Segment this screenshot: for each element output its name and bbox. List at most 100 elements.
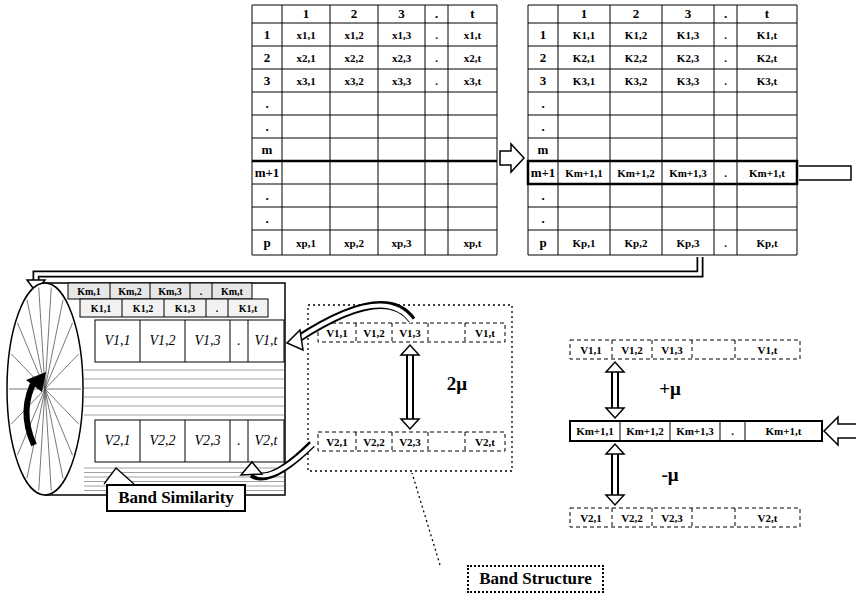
- cell-text: x3,t: [448, 69, 497, 92]
- band-cell-line: [248, 420, 249, 462]
- table-line: [528, 5, 797, 6]
- drum-line: [84, 406, 284, 407]
- table-line: [330, 5, 331, 255]
- band-cell-line: [720, 421, 721, 441]
- cell-text: Km,t: [212, 283, 252, 299]
- rotation-arrow: [26, 372, 46, 392]
- spoke: [45, 354, 79, 389]
- cell-text: Km+1,t: [737, 161, 797, 184]
- cell-text: V1,t: [735, 340, 800, 359]
- cell-text: .: [252, 207, 282, 230]
- table-line: [252, 46, 497, 47]
- table-line: [528, 5, 529, 255]
- cylinder-body: [45, 283, 285, 495]
- key-band-row: [570, 421, 822, 441]
- cell-text: Km,1: [68, 283, 110, 299]
- hollow-arrow: [36, 255, 700, 283]
- arrow-head: [401, 345, 419, 355]
- cell-text: V2,3: [185, 420, 230, 462]
- cell-text: Km+1,1: [570, 421, 620, 441]
- cell-text: .: [714, 161, 737, 184]
- cell-text: x3,3: [378, 69, 425, 92]
- band-cell-line: [465, 432, 466, 451]
- band-cell-line: [392, 323, 393, 342]
- cell-text: V2,1: [95, 420, 140, 462]
- cell-text: x1,t: [448, 23, 497, 46]
- band-cell-line: [356, 323, 357, 342]
- cell-text: 3: [662, 5, 714, 23]
- cell-text: Km+1,2: [610, 161, 662, 184]
- spoke: [45, 389, 81, 390]
- band-cells: [68, 283, 284, 462]
- cell-text: .: [714, 46, 737, 69]
- band-cell-line: [248, 320, 249, 362]
- callout-text: Band Similarity: [118, 488, 234, 508]
- cell-text: K1,t: [737, 23, 797, 46]
- band-cell-line: [164, 299, 165, 317]
- callout-pointer: [104, 468, 134, 484]
- cell-text: m: [528, 138, 558, 161]
- double-arrow: [613, 368, 617, 412]
- cell-text: K1,3: [164, 299, 206, 317]
- table-line: [378, 5, 379, 255]
- table-line: [528, 255, 797, 256]
- arrow-head: [606, 408, 624, 418]
- cell-text: V2,2: [612, 508, 652, 527]
- table-line: [252, 230, 497, 231]
- band-cell-line: [230, 320, 231, 362]
- arrow-head: [606, 362, 624, 372]
- cell-text: 1: [528, 23, 558, 46]
- rotation-arrow: [26, 378, 36, 445]
- table-divider: [252, 160, 497, 163]
- spoke: [45, 323, 73, 389]
- offset-label: +μ: [642, 376, 698, 402]
- cell-text: K3,1: [558, 69, 610, 92]
- cell-text: V2,1: [570, 508, 612, 527]
- table-line: [737, 5, 738, 255]
- cell-text: K3,3: [662, 69, 714, 92]
- cell-text: .: [190, 283, 212, 299]
- band-cell-line: [185, 420, 186, 462]
- cell-text: V1,3: [392, 323, 428, 342]
- cell-text: V1,1: [570, 340, 612, 359]
- band-cell-line: [745, 421, 746, 441]
- cell-text: Km+1,3: [662, 161, 714, 184]
- table-line: [497, 5, 498, 255]
- arrow-head: [401, 419, 419, 429]
- cell-text: V2,3: [392, 432, 428, 451]
- band-cell-line: [356, 432, 357, 451]
- table-line: [252, 207, 497, 208]
- offset-label: -μ: [642, 462, 698, 488]
- cell-text: K2,2: [610, 46, 662, 69]
- drum-line: [84, 379, 284, 380]
- hollow-arrow: [298, 306, 412, 339]
- cell-text: x2,2: [330, 46, 378, 69]
- band-cell-line: [428, 432, 429, 451]
- cell-text: Kp,3: [662, 230, 714, 255]
- cell-text: Kp,1: [558, 230, 610, 255]
- cell-text: V2,2: [356, 432, 392, 451]
- band-cell-line: [735, 340, 736, 359]
- band-cell-line: [620, 421, 621, 441]
- cell-text: xp,2: [330, 230, 378, 255]
- spoke: [45, 300, 63, 389]
- cell-text: Km+1,t: [745, 421, 822, 441]
- cell-text: Kp,t: [737, 230, 797, 255]
- cell-text: V2,t: [735, 508, 800, 527]
- cell-text: .: [425, 23, 448, 46]
- cell-text: m+1: [528, 161, 558, 184]
- cell-text: K1,1: [80, 299, 122, 317]
- table-line: [662, 5, 663, 255]
- spoke: [45, 389, 51, 490]
- band-cell-line: [206, 299, 207, 317]
- callout-text: Band Structure: [479, 569, 592, 589]
- cell-text: K1,3: [662, 23, 714, 46]
- cell-text: V2,2: [140, 420, 185, 462]
- cell-text: K1,2: [122, 299, 164, 317]
- table-line: [252, 69, 497, 70]
- band-row: [318, 323, 505, 342]
- table-line: [252, 115, 497, 116]
- double-arrow: [408, 351, 412, 423]
- band-row: [570, 340, 800, 359]
- band-cell-line: [692, 340, 693, 359]
